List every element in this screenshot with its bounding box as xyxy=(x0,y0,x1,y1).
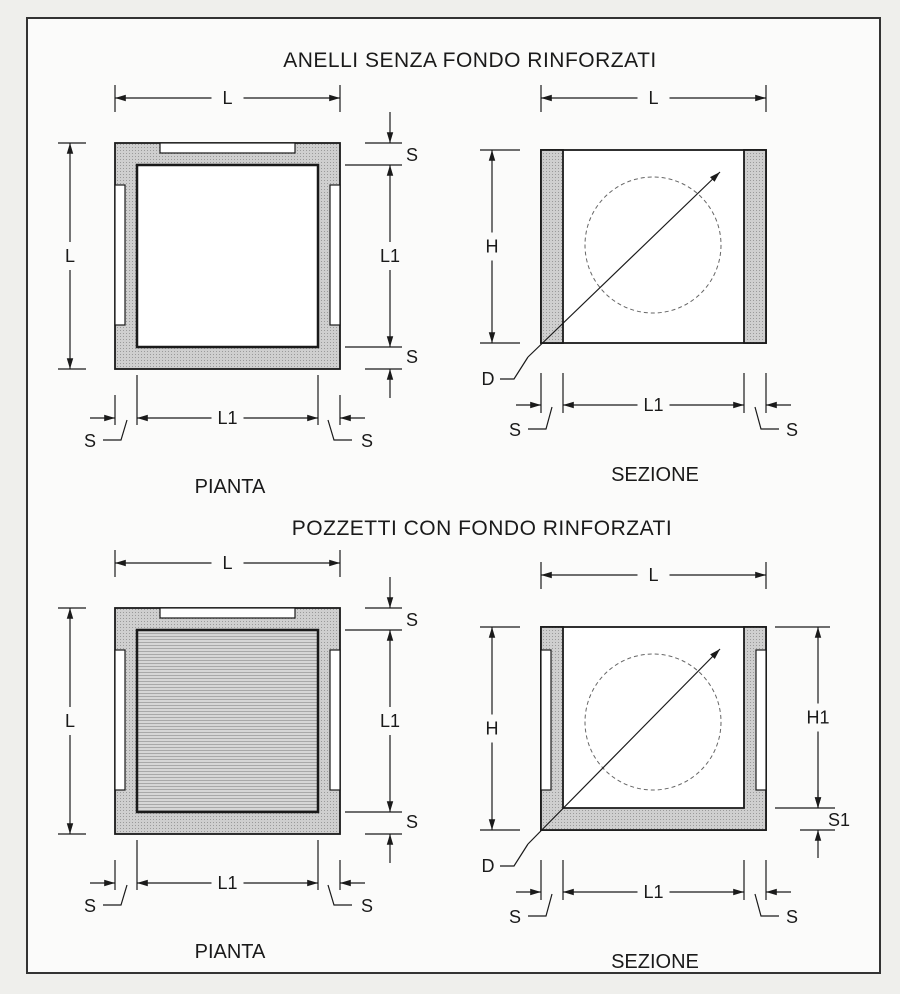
dim-S-left-label: S xyxy=(509,907,521,927)
groove-right xyxy=(329,184,341,326)
groove-top xyxy=(159,142,296,154)
dim-L-top-label: L xyxy=(222,553,232,573)
groove-left xyxy=(114,649,126,791)
section-outline xyxy=(540,626,767,831)
caption-pianta: PIANTA xyxy=(195,476,266,498)
leader-line xyxy=(103,419,128,441)
leader-line xyxy=(327,419,352,441)
dim-L-left-label: L xyxy=(65,246,75,266)
dim-L1-bottom-label: L1 xyxy=(643,882,663,902)
dim-H1-label: H1 xyxy=(806,708,829,728)
dim-S-upper-label: S xyxy=(406,610,418,630)
caption-sezione: SEZIONE xyxy=(611,951,699,973)
caption-sezione: SEZIONE xyxy=(611,464,699,486)
dim-S-right-label: S xyxy=(361,896,373,916)
dim-S-right-label: S xyxy=(786,420,798,440)
groove-top xyxy=(159,607,296,619)
dim-L-top-label: L xyxy=(222,88,232,108)
dim-D-label: D xyxy=(482,369,495,389)
section-outline xyxy=(540,149,767,344)
groove-right xyxy=(329,649,341,791)
leader-line xyxy=(528,893,553,917)
groove-left xyxy=(114,184,126,326)
dim-L-left-label: L xyxy=(65,711,75,731)
leader-line xyxy=(327,884,352,906)
leader-line xyxy=(754,406,779,430)
groove-left xyxy=(540,649,552,791)
title-bottom: POZZETTI CON FONDO RINFORZATI xyxy=(292,517,672,540)
dim-D-label: D xyxy=(482,856,495,876)
diameter-line xyxy=(527,648,721,845)
dim-L-top-label: L xyxy=(648,88,658,108)
title-top: ANELLI SENZA FONDO RINFORZATI xyxy=(283,49,657,72)
leader-line xyxy=(500,356,529,380)
groove-right xyxy=(755,649,767,791)
dim-S-lower-label: S xyxy=(406,812,418,832)
caption-pianta: PIANTA xyxy=(195,941,266,963)
u-shaped-wall-with-base xyxy=(540,626,767,831)
dim-S-upper-label: S xyxy=(406,145,418,165)
dim-H-label: H xyxy=(486,719,499,739)
pipe-opening-circle xyxy=(584,176,722,314)
dim-S-left-label: S xyxy=(509,420,521,440)
dim-L1-bottom-label: L1 xyxy=(643,395,663,415)
leader-line xyxy=(500,843,529,867)
dim-L1-right-label: L1 xyxy=(380,711,400,731)
section-view-top: D L H L1S S SEZIONE xyxy=(480,85,798,486)
dim-L-top-label: L xyxy=(648,565,658,585)
leader-line xyxy=(528,406,553,430)
dim-L1-bottom-label: L1 xyxy=(217,873,237,893)
dim-S-right-label: S xyxy=(361,431,373,451)
wall-right xyxy=(743,149,767,344)
dim-L1-bottom-label: L1 xyxy=(217,408,237,428)
leader-line xyxy=(754,893,779,917)
dim-H-label: H xyxy=(486,237,499,257)
dim-L1-right-label: L1 xyxy=(380,246,400,266)
pipe-opening-circle xyxy=(584,653,722,791)
leader-line xyxy=(103,884,128,906)
dim-S-left-label: S xyxy=(84,431,96,451)
dim-S-lower-label: S xyxy=(406,347,418,367)
dim-S1-label: S1 xyxy=(828,810,850,830)
wall-left xyxy=(540,149,564,344)
base-slab xyxy=(135,628,320,814)
dim-S-right-label: S xyxy=(786,907,798,927)
diameter-line xyxy=(527,171,721,358)
inner-opening xyxy=(135,163,320,349)
dim-S-left-label: S xyxy=(84,896,96,916)
